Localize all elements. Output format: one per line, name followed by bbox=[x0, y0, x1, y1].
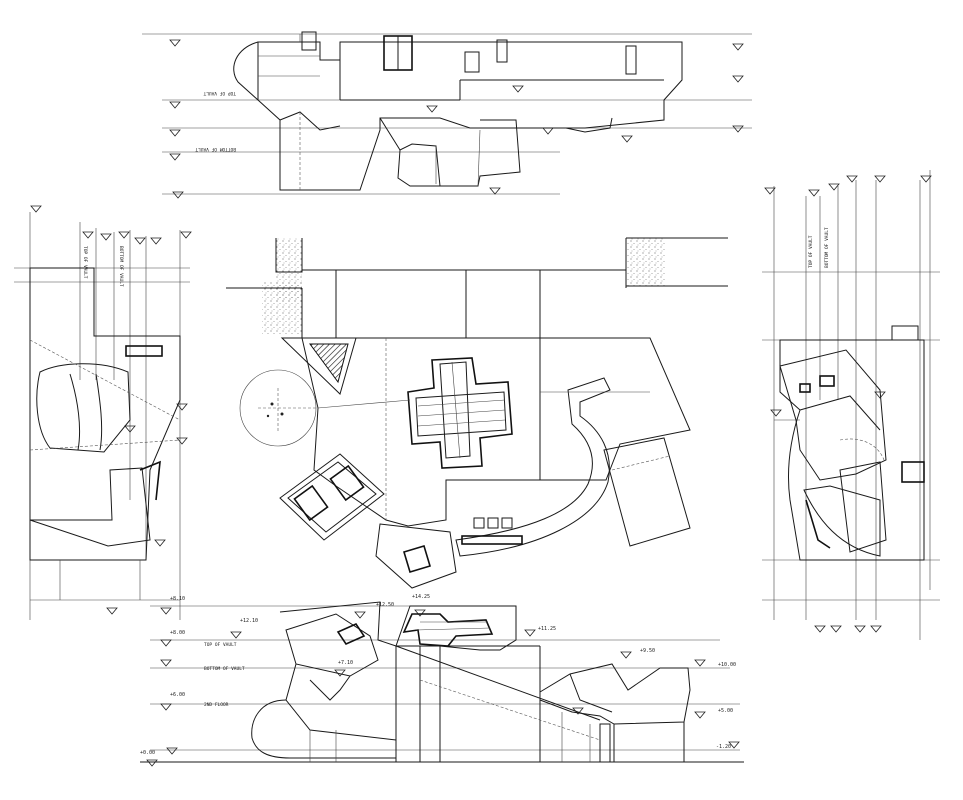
level-tag-8: +5.00 bbox=[718, 708, 733, 714]
left-elevation-view bbox=[14, 205, 192, 620]
top-elevation-note-bottom-of-vault: BOTTOM OF VAULT bbox=[195, 146, 236, 152]
level-tag-9: +6.00 bbox=[170, 692, 185, 698]
level-tag-2: +14.25 bbox=[412, 594, 430, 600]
left-elevation-note-bottom-of-vault: BOTTOM OF VAULT bbox=[118, 246, 124, 287]
bottom-elevation-note-top-of-vault: TOP OF VAULT bbox=[204, 642, 237, 648]
bottom-elevation-note-2nd-floor: 2ND FLOOR bbox=[204, 702, 229, 708]
level-tag-5: +9.50 bbox=[640, 648, 655, 654]
level-tag-13: +7.10 bbox=[338, 660, 353, 666]
level-tag-7: +8.00 bbox=[170, 630, 185, 636]
right-elevation-note-top-of-vault: TOP OF VAULT bbox=[808, 235, 814, 268]
right-elevation-note-bottom-of-vault: BOTTOM OF VAULT bbox=[824, 227, 830, 268]
level-tag-11: -1.20 bbox=[716, 744, 731, 750]
top-elevation-note-top-of-vault: TOP OF VAULT bbox=[203, 90, 236, 96]
right-elevation-view bbox=[762, 170, 940, 640]
level-tag-4: +12.10 bbox=[240, 618, 258, 624]
bottom-elevation-note-bottom-of-vault: BOTTOM OF VAULT bbox=[204, 666, 245, 672]
floor-plan-view bbox=[226, 237, 728, 589]
level-tag-1: +12.50 bbox=[376, 602, 394, 608]
left-elevation-note-top-of-vault: TOP OF VAULT bbox=[82, 246, 88, 279]
top-elevation-view: TOP OF VAULT BOTTOM OF VAULT bbox=[142, 31, 752, 199]
bottom-elevation-view: +12.50 +14.25 +11.25 +12.10 TOP OF VAULT… bbox=[140, 594, 744, 767]
level-tag-3: +11.25 bbox=[538, 626, 556, 632]
level-tag-10: +0.00 bbox=[140, 750, 155, 756]
level-tag-6: +10.00 bbox=[718, 662, 736, 668]
level-tag-12: +8.10 bbox=[170, 596, 185, 602]
